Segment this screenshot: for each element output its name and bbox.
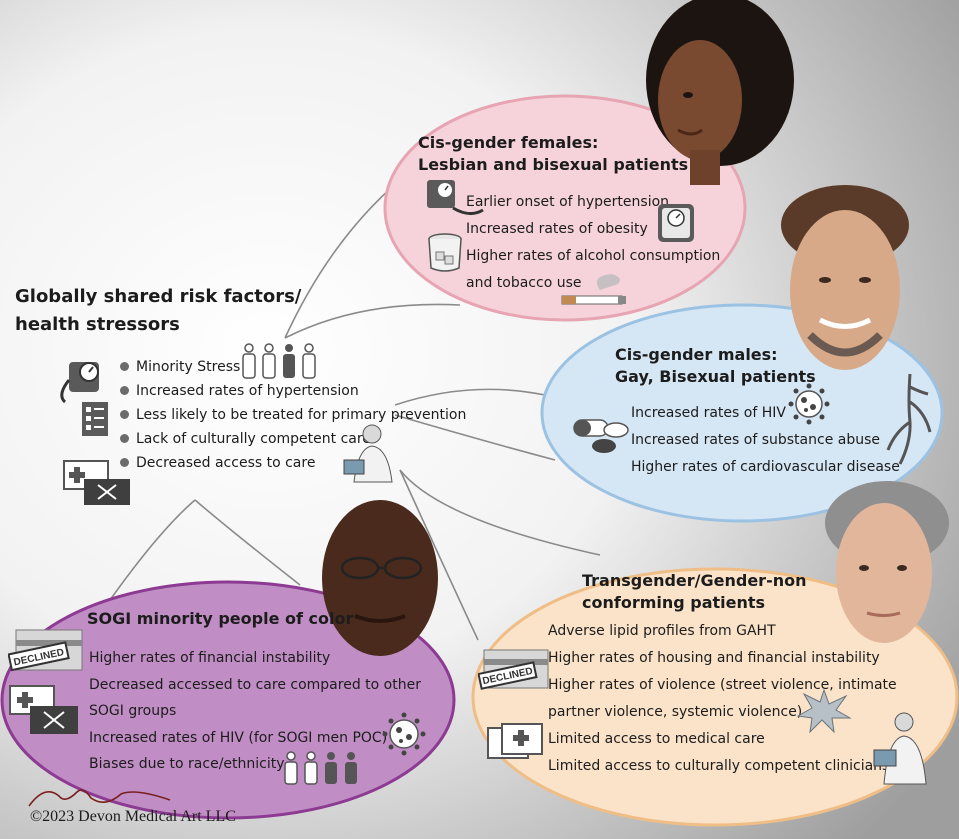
trans-title-line2: conforming patients	[582, 593, 766, 612]
list-item: Higher rates of violence (street violenc…	[548, 677, 897, 693]
weight-scale-icon	[658, 204, 694, 242]
list-item: Adverse lipid profiles from GAHT	[548, 623, 776, 639]
list-item: Decreased accessed to care compared to o…	[89, 676, 421, 693]
poc-bubble	[0, 580, 456, 820]
trans-title-line1: Transgender/Gender-non	[582, 571, 807, 590]
trans-title: Transgender/Gender-non conforming patien…	[582, 570, 806, 614]
trans-list: Adverse lipid profiles from GAHT Higher …	[548, 618, 897, 780]
list-item: Higher rates of housing and financial in…	[548, 650, 880, 666]
blood-pressure-cuff-icon	[60, 362, 99, 404]
list-item: SOGI groups	[89, 703, 177, 719]
female-portrait	[646, 0, 794, 185]
virus-icon	[788, 383, 830, 425]
bullet-icon	[120, 433, 129, 443]
blood-pressure-monitor-icon	[427, 180, 484, 215]
list-item: Increased rates of hypertension	[120, 379, 466, 403]
list-item: Increased rates of obesity	[466, 221, 648, 237]
list-item: Limited access to culturally competent c…	[548, 758, 890, 774]
list-item: Limited access to medical care	[548, 731, 765, 747]
list-item: Decreased access to care	[120, 451, 466, 475]
bullet-icon	[120, 385, 129, 395]
connector-to-males-lower	[394, 414, 556, 461]
central-title-line1: Globally shared risk factors/	[15, 286, 302, 307]
list-item: Higher rates of alcohol consumption	[466, 248, 721, 264]
females-title-line2: Lesbian and bisexual patients	[418, 155, 689, 174]
central-list: Minority Stress Increased rates of hyper…	[120, 355, 466, 475]
females-title: Cis-gender females: Lesbian and bisexual…	[418, 132, 688, 176]
declined-card-icon: DECLINED	[8, 629, 83, 672]
bullet-icon	[120, 361, 129, 371]
list-item: Lack of culturally competent care	[120, 427, 466, 451]
copyright: ©2023 Devon Medical Art LLC	[30, 808, 236, 825]
central-title-line2: health stressors	[15, 314, 180, 335]
clinician-with-tablet-icon	[873, 712, 927, 785]
males-title-line1: Cis-gender males:	[615, 345, 778, 364]
central-title: Globally shared risk factors/ health str…	[15, 283, 301, 339]
females-list: Earlier onset of hypertension Increased …	[466, 189, 720, 297]
checklist-icon	[82, 402, 108, 436]
connector-to-males	[394, 388, 546, 406]
virus-icon	[382, 712, 426, 756]
list-item: Increased rates of substance abuse	[631, 432, 881, 448]
males-title-line2: Gay, Bisexual patients	[615, 367, 816, 386]
insurance-card-icon	[487, 723, 543, 759]
list-item: Earlier onset of hypertension	[466, 194, 670, 210]
list-item: Higher rates of cardiovascular disease	[631, 459, 900, 475]
bullet-icon	[120, 457, 129, 467]
bullet-icon	[120, 409, 129, 419]
declined-insurance-card-icon	[63, 460, 130, 505]
declined-insurance-card-icon	[9, 685, 78, 734]
trans-portrait	[825, 481, 949, 643]
connector-to-trans-lower	[399, 469, 479, 641]
connector-to-trans	[399, 469, 601, 556]
list-item: Minority Stress	[120, 355, 466, 379]
cigarette-icon	[561, 274, 626, 305]
list-item: and tobacco use	[466, 275, 582, 291]
females-bubble	[383, 94, 747, 322]
females-title-line1: Cis-gender females:	[418, 133, 599, 152]
connector-to-females	[284, 179, 401, 339]
pills-icon	[573, 419, 629, 453]
people-group-icon	[284, 751, 357, 785]
list-item: partner violence, systemic violence)	[548, 704, 803, 720]
connector-to-poc	[109, 499, 196, 601]
males-list: Increased rates of HIV Increased rates o…	[631, 400, 900, 481]
poc-portrait	[322, 500, 438, 656]
violence-burst-icon	[796, 688, 852, 734]
blood-vessel-icon	[886, 373, 932, 465]
people-group-icon	[242, 343, 316, 379]
male-portrait	[781, 185, 909, 370]
males-title: Cis-gender males: Gay, Bisexual patients	[615, 344, 816, 388]
list-item: Increased rates of HIV	[631, 405, 786, 421]
poc-list: Higher rates of financial instability De…	[89, 645, 421, 778]
artist-signature	[28, 789, 171, 807]
trans-bubble	[471, 567, 959, 827]
list-item: Less likely to be treated for primary pr…	[120, 403, 466, 427]
poc-title: SOGI minority people of color	[87, 609, 354, 628]
list-item: Higher rates of financial instability	[89, 650, 331, 666]
connector-to-females-lower	[284, 303, 461, 339]
clinician-with-tablet-icon	[343, 424, 393, 483]
connector-to-poc-right	[194, 499, 301, 586]
declined-card-icon: DECLINED	[478, 649, 549, 690]
list-item: Biases due to race/ethnicity	[89, 756, 285, 772]
list-item: Increased rates of HIV (for SOGI men POC…	[89, 729, 388, 746]
glass-of-alcohol-icon	[428, 233, 462, 272]
